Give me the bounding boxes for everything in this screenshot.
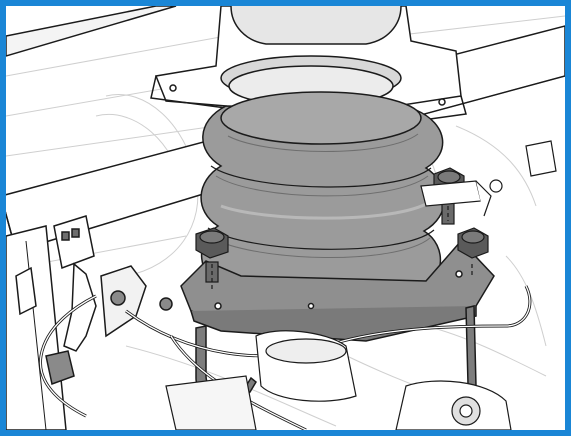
left-bracket (6, 225, 67, 430)
level-sensor (15, 215, 173, 385)
axle-components (165, 330, 512, 430)
suspension-diagram (6, 6, 565, 430)
mounting-plate (180, 239, 495, 342)
air-spring (200, 91, 446, 297)
nut-right (457, 227, 489, 276)
nut-left (195, 227, 229, 283)
sensor-bracket-right (420, 140, 557, 217)
